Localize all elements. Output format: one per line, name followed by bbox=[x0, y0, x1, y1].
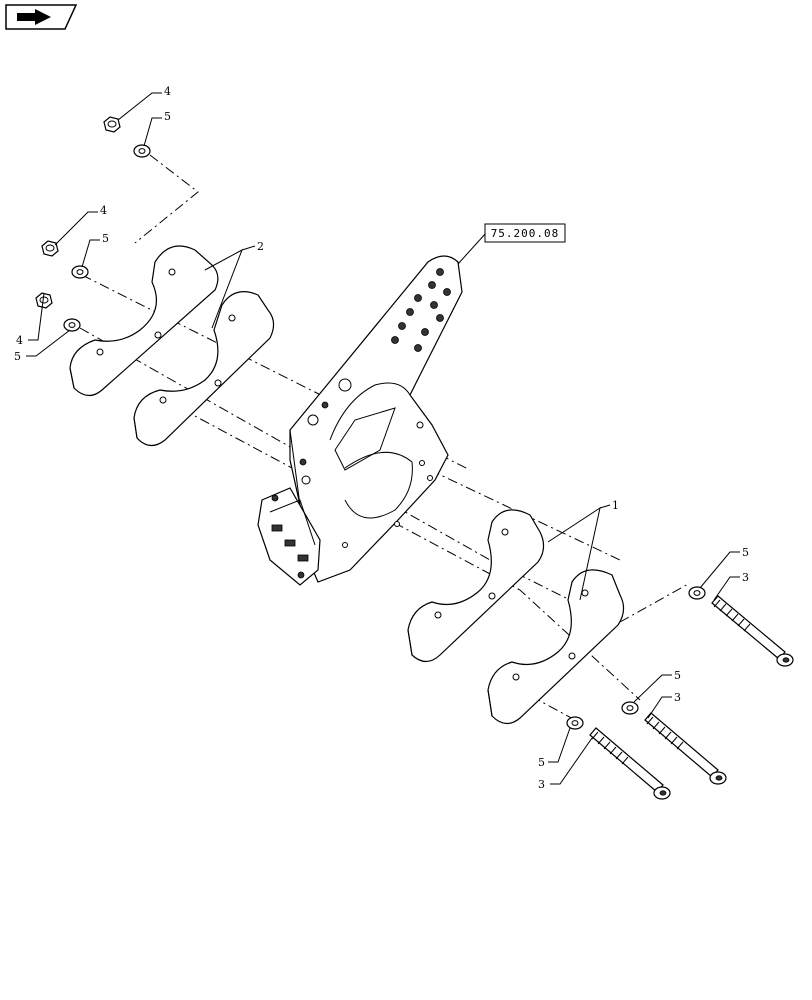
callout-washer-mid: 5 bbox=[102, 232, 109, 245]
washer-mid bbox=[71, 265, 89, 279]
callout-bolt-right-2: 3 bbox=[674, 691, 681, 704]
reference-box-label: 75.200.08 bbox=[491, 227, 560, 240]
counterweight-left-rear bbox=[69, 245, 219, 397]
callout-nut-top: 4 bbox=[164, 85, 171, 98]
callout-weights-left: 2 bbox=[257, 240, 264, 253]
nut-top bbox=[103, 116, 121, 133]
callout-weights-right: 1 bbox=[612, 499, 619, 512]
callout-nut-low: 4 bbox=[16, 334, 23, 347]
nut-low bbox=[35, 292, 53, 309]
callout-washer-right-3: 5 bbox=[538, 756, 545, 769]
washer-right-1 bbox=[688, 586, 706, 600]
bolt-right-1 bbox=[711, 595, 794, 667]
callout-nut-mid: 4 bbox=[100, 204, 107, 217]
washer-low bbox=[63, 318, 81, 332]
leader-lines bbox=[26, 92, 740, 785]
washer-right-2 bbox=[621, 701, 639, 715]
callout-washer-right-2: 5 bbox=[674, 669, 681, 682]
counterweight-left-front bbox=[133, 291, 275, 447]
callout-washer-top: 5 bbox=[164, 110, 171, 123]
bolt-right-2 bbox=[644, 712, 727, 785]
mounting-bracket bbox=[289, 255, 463, 583]
callout-washer-right-1: 5 bbox=[742, 546, 749, 559]
back-button[interactable] bbox=[5, 4, 78, 30]
back-arrow-icon bbox=[5, 4, 78, 30]
callout-labels: 4 5 4 5 4 5 2 1 5 3 5 3 5 3 bbox=[14, 85, 749, 791]
washer-top bbox=[133, 144, 151, 158]
nut-mid bbox=[41, 240, 59, 257]
callout-washer-low: 5 bbox=[14, 350, 21, 363]
washer-right-3 bbox=[566, 716, 584, 730]
callout-bolt-right-3: 3 bbox=[538, 778, 545, 791]
hinge-block bbox=[257, 487, 321, 586]
reference-box[interactable]: 75.200.08 bbox=[484, 223, 566, 243]
callout-bolt-right-1: 3 bbox=[742, 571, 749, 584]
bolt-right-3 bbox=[589, 727, 671, 800]
counterweight-right-front bbox=[487, 569, 625, 725]
counterweight-right-rear bbox=[407, 509, 545, 663]
